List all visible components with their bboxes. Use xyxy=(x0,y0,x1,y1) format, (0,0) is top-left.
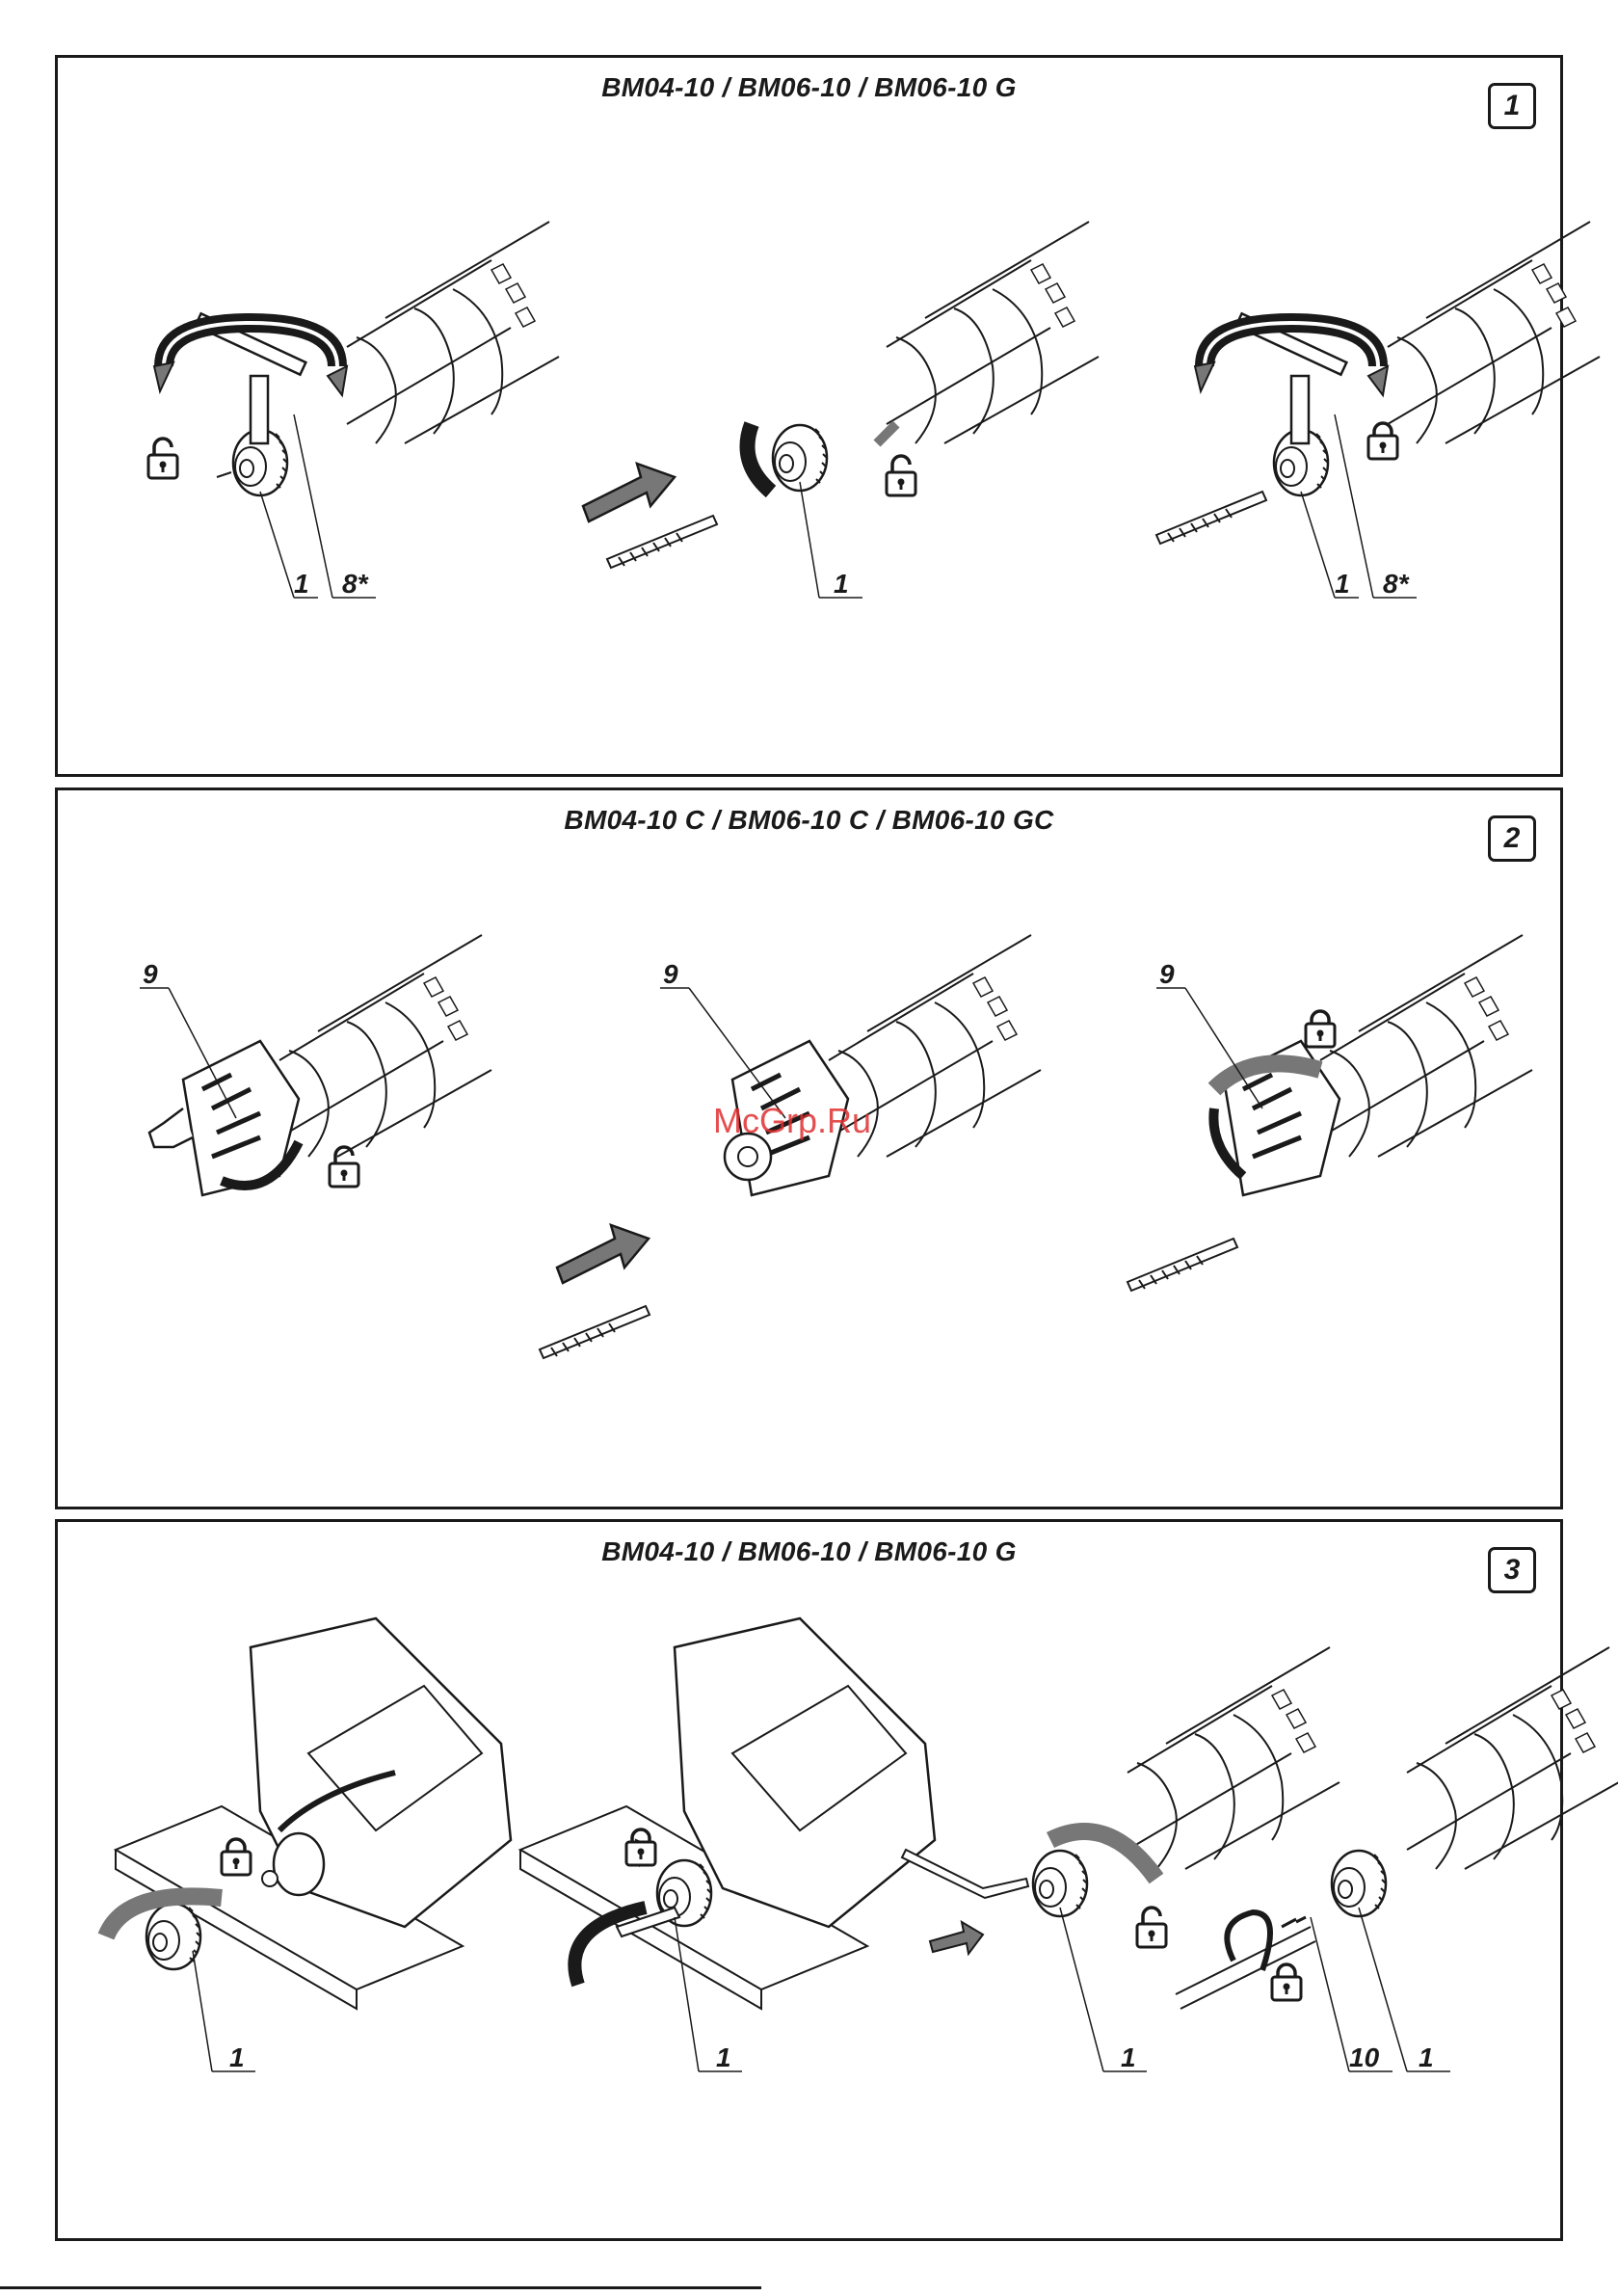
push-arrow-icon xyxy=(583,464,675,521)
part-label: 1 xyxy=(1335,569,1350,599)
drill-bit-icon xyxy=(1156,492,1266,544)
page-footer-rule xyxy=(0,2286,761,2289)
lock-icon xyxy=(1306,1011,1335,1047)
hex-key-icon xyxy=(902,1850,1028,1898)
part-label: 8* xyxy=(1383,569,1410,599)
push-arrow-icon xyxy=(557,1225,649,1283)
part-label: 1 xyxy=(294,569,309,599)
figure-panel-1: BM04-10 / BM06-10 / BM06-10 G 1 1 8* xyxy=(55,55,1563,777)
part-label: 8* xyxy=(342,569,369,599)
panel-1-illustrations: 1 8* 1 xyxy=(58,58,1566,780)
part-label: 1 xyxy=(834,569,849,599)
drill-illustration-1a: 1 8* xyxy=(148,222,559,599)
lock-icon xyxy=(1368,423,1397,459)
figure-panel-3: BM04-10 / BM06-10 / BM06-10 G 3 1 xyxy=(55,1519,1563,2241)
drill-illustration-2c: 9 xyxy=(1127,935,1532,1291)
drill-chuck-icon xyxy=(1033,1851,1087,1916)
part-label: 9 xyxy=(1159,959,1175,989)
part-label: 1 xyxy=(1419,2042,1434,2072)
drill-illustration-3b: 1 xyxy=(520,1618,935,2072)
drill-illustration-3d: 10 1 xyxy=(1176,1647,1618,2072)
drill-bit-icon xyxy=(1127,1239,1237,1291)
panel-3-illustrations: 1 1 xyxy=(58,1522,1566,2244)
drill-illustration-2a: 9 xyxy=(140,935,491,1195)
part-label: 1 xyxy=(229,2042,245,2072)
drill-illustration-2b: 9 McGrp.Ru xyxy=(540,935,1041,1358)
drill-chuck-icon xyxy=(146,1904,200,1969)
part-label: 9 xyxy=(143,959,158,989)
lock-icon xyxy=(1272,1964,1301,2000)
unlock-icon xyxy=(887,456,915,495)
drill-chuck-icon xyxy=(1332,1851,1386,1916)
part-label: 10 xyxy=(1349,2042,1380,2072)
part-label: 1 xyxy=(716,2042,731,2072)
part-label: 1 xyxy=(1121,2042,1136,2072)
drill-illustration-3c: 1 xyxy=(902,1647,1339,2072)
panel-2-illustrations: 9 9 McGrp.Ru 9 xyxy=(58,790,1566,1512)
drill-illustration-1b: 1 xyxy=(583,222,1099,599)
drill-bit-icon xyxy=(607,516,717,568)
drill-illustration-1c: 1 8* xyxy=(1156,222,1600,599)
drill-illustration-3a: 1 xyxy=(106,1618,511,2072)
drill-bit-icon xyxy=(540,1306,650,1358)
part-label: 9 xyxy=(663,959,678,989)
figure-panel-2: BM04-10 C / BM06-10 C / BM06-10 GC 2 9 xyxy=(55,788,1563,1509)
unlock-icon xyxy=(1137,1908,1166,1947)
drill-chuck-icon xyxy=(773,425,827,491)
unlock-icon xyxy=(148,439,177,478)
watermark: McGrp.Ru xyxy=(713,1101,871,1140)
